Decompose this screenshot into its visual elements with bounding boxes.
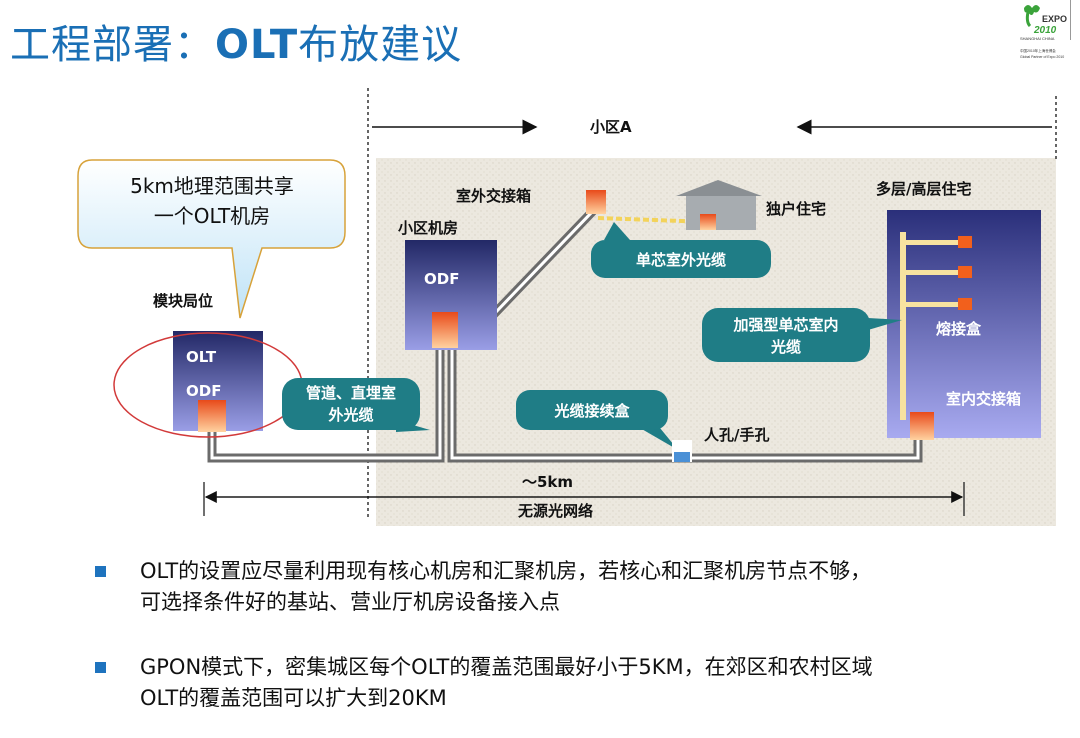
logo-tagline-cn: 中国2010年上海世博会: [1020, 48, 1056, 53]
expo-logo: EXPO 2010 SHANGHAI CHINA 中国2010年上海世博会 Gl…: [1020, 5, 1067, 59]
olt-odf-label: ODF: [186, 382, 221, 400]
manhole-label: 人孔/手孔: [704, 426, 769, 444]
outdoor-cabinet-label: 室外交接箱: [456, 187, 531, 205]
splice-box-3: [958, 298, 972, 310]
bubble-duct-line1: 管道、直埋室: [306, 384, 396, 402]
bullet-list: OLT的设置应尽量利用现有核心机房和汇聚机房，若核心和汇聚机房节点不够， 可选择…: [95, 556, 1065, 714]
indoor-cabinet-label: 室内交接箱: [946, 390, 1021, 408]
bullet-item-2: GPON模式下，密集城区每个OLT的覆盖范围最好小于5KM，在郊区和农村区域 O…: [95, 652, 1065, 714]
title-prefix: 工程部署：: [10, 22, 215, 68]
splice-box-1: [958, 236, 972, 248]
bullet-marker: [95, 662, 106, 673]
bullet-item-1: OLT的设置应尽量利用现有核心机房和汇聚机房，若核心和汇聚机房节点不够， 可选择…: [95, 556, 1065, 618]
bubble-duct-cable: 管道、直埋室 外光缆: [282, 378, 430, 432]
callout-line1: 5km地理范围共享: [130, 174, 294, 198]
bubble-duct-line2: 外光缆: [327, 406, 373, 424]
community-odf-label: ODF: [424, 270, 459, 288]
house-icon: [676, 180, 762, 230]
splice-box-label: 熔接盒: [936, 320, 982, 338]
pon-label: 无源光网络: [517, 502, 593, 520]
bubble-single-core: 单芯室外光缆: [591, 222, 771, 278]
outdoor-cabinet: [586, 190, 606, 214]
bullet-1-line1: OLT的设置应尽量利用现有核心机房和汇聚机房，若核心和汇聚机房节点不够，: [140, 559, 872, 583]
callout-line2: 一个OLT机房: [154, 204, 270, 228]
riser-cable: [900, 232, 958, 420]
bullet-1-line2: 可选择条件好的基站、营业厅机房设备接入点: [140, 590, 560, 614]
bullet-2-line2: OLT的覆盖范围可以扩大到20KM: [140, 686, 447, 710]
zone-label: 小区A: [590, 118, 632, 136]
community-room-label: 小区机房: [398, 219, 458, 237]
title-suffix: 布放建议: [298, 22, 463, 68]
module-station-label: 模块局位: [153, 292, 213, 310]
bubble-reinforced-line2: 光缆: [770, 338, 801, 356]
olt-deployment-diagram: 小区A 5km地理范围共享 一个OLT机房 模块局位 OLT ODF 小区机房 …: [77, 88, 1057, 526]
community-odf-port: [432, 312, 458, 348]
logo-sub: SHANGHAI CHINA: [1020, 36, 1055, 41]
bubble-reinforced-line1: 加强型单芯室内: [732, 316, 838, 334]
bubble-splice-closure-text: 光缆接续盒: [553, 402, 630, 420]
logo-expo: EXPO: [1042, 14, 1067, 24]
splice-box-2: [958, 266, 972, 278]
indoor-cabinet: [910, 412, 934, 440]
bubble-reinforced: 加强型单芯室内 光缆: [702, 308, 902, 362]
building-label: 多层/高层住宅: [876, 180, 971, 198]
bubble-single-core-text: 单芯室外光缆: [636, 251, 726, 269]
bullet-2-line1: GPON模式下，密集城区每个OLT的覆盖范围最好小于5KM，在郊区和农村区域: [140, 655, 873, 679]
olt-label: OLT: [186, 348, 217, 366]
distance-label: ～5km: [522, 473, 573, 491]
house-label: 独户住宅: [766, 200, 826, 218]
olt-odf-port: [198, 400, 226, 432]
bubble-splice-closure: 光缆接续盒: [516, 390, 678, 450]
logo-year: 2010: [1033, 25, 1057, 36]
logo-tagline-en: Global Partner of Expo 2010: [1020, 55, 1064, 59]
title-strong: OLT: [215, 22, 299, 68]
logo-divider: [1070, 0, 1071, 40]
bullet-marker: [95, 566, 106, 577]
page-title: 工程部署：OLT布放建议: [10, 12, 462, 70]
splice-closure-icon: [674, 452, 690, 462]
callout-shared-olt: [77, 159, 346, 319]
